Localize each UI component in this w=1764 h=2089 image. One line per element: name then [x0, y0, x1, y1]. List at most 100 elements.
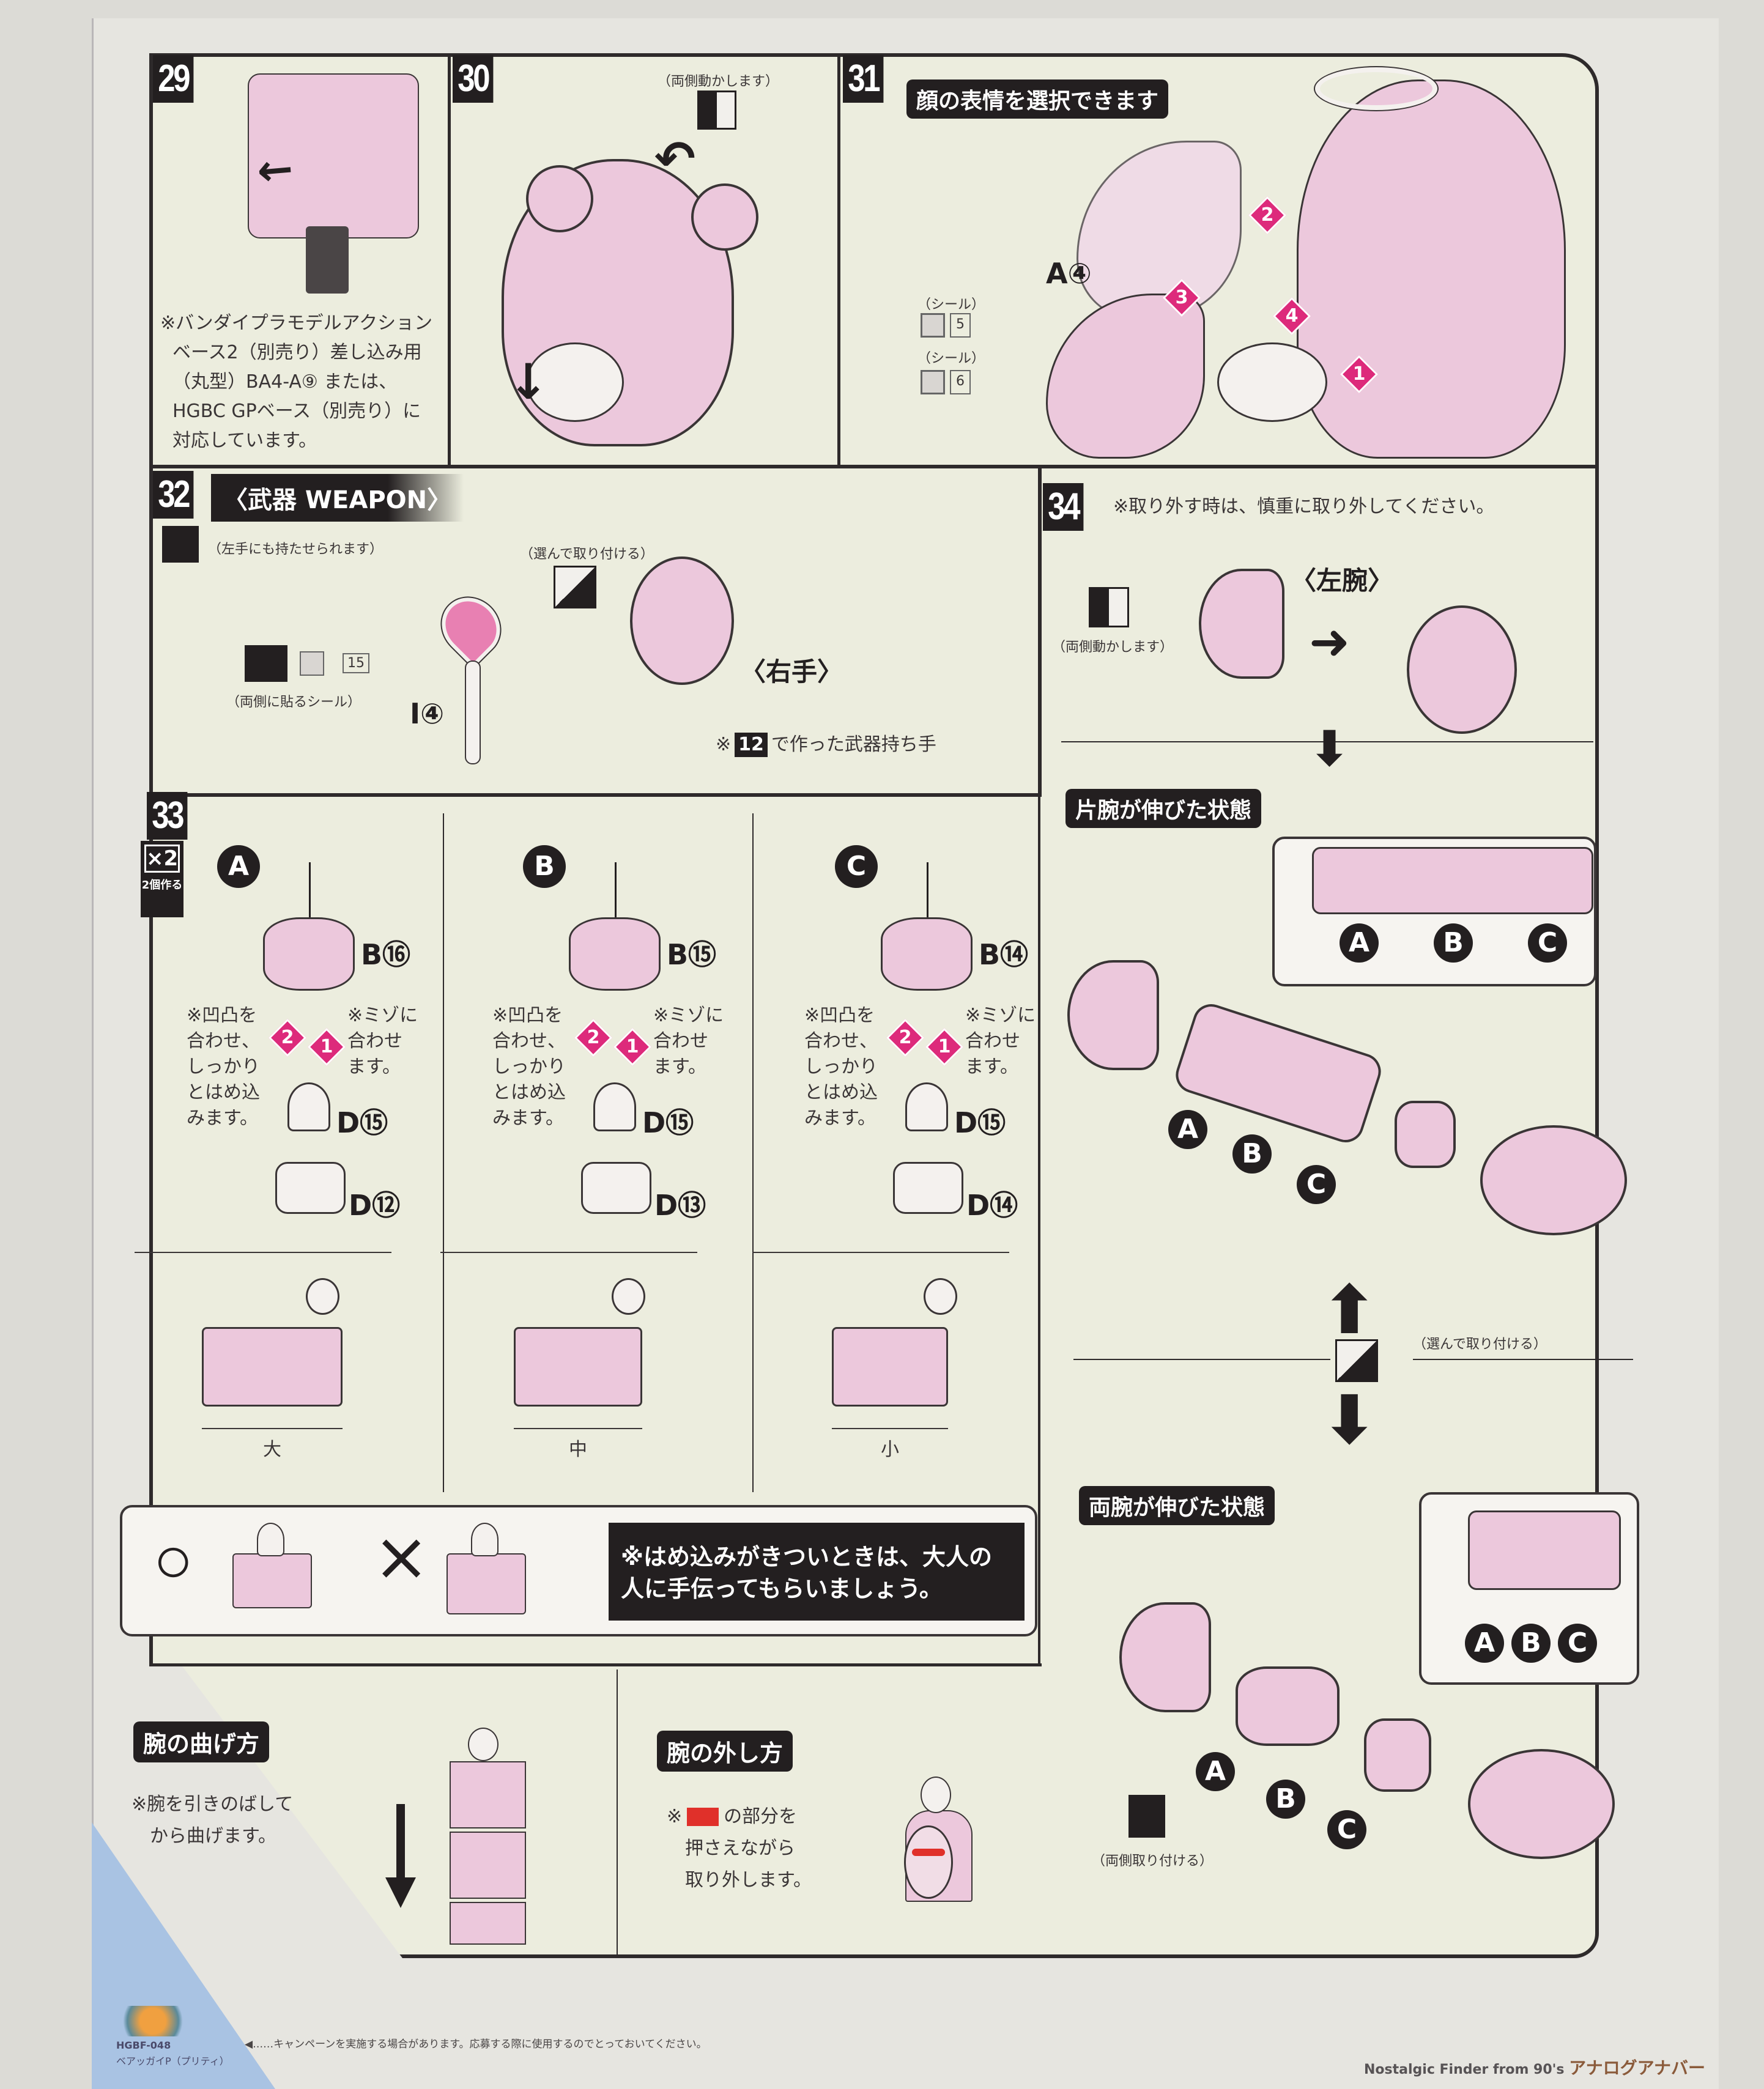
ng-symbol: × [373, 1517, 430, 1595]
letter-a: A [1196, 1752, 1235, 1791]
note-line: 合わせ、 [187, 1030, 260, 1052]
note-line: ※凹凸を [187, 1005, 258, 1026]
remove-title: 腕の外し方 [657, 1731, 793, 1772]
bear-ear [526, 165, 593, 232]
bend-title: 腕の曲げ方 [133, 1721, 270, 1762]
note-line: 取り外します。 [685, 1869, 812, 1891]
divider [135, 1252, 391, 1253]
note-line: みます。 [187, 1107, 258, 1129]
seal-label: （シール） [917, 297, 985, 312]
bear-ear [691, 183, 758, 251]
red-mark-swatch [687, 1808, 719, 1826]
step-number: 34 [1043, 483, 1084, 531]
ok-example-part [232, 1553, 312, 1608]
assembled-part [202, 1327, 343, 1407]
removal-note: ※取り外す時は、慎重に取り外してください。 [1113, 496, 1495, 517]
part-label: B⑭ [979, 938, 1029, 971]
align-note: ※凹凸を合わせ、しっかりとはめ込みます。 [804, 1003, 878, 1131]
part-label: D⑮ [642, 1106, 694, 1139]
order-number: 2 [587, 1027, 600, 1048]
size-label: 小 [881, 1439, 899, 1460]
part-label: D⑮ [954, 1106, 1006, 1139]
shoulder-part [1119, 1602, 1211, 1712]
size-dimension-line [202, 1428, 343, 1429]
both-sides-icon [162, 526, 199, 563]
note-line: とはめ込 [187, 1082, 260, 1103]
hand-note: ※ 12 で作った武器持ち手 [716, 729, 936, 761]
arm-segment [450, 1761, 526, 1828]
seal-number: 5 [950, 313, 971, 338]
note-line: 対応しています。 [172, 430, 317, 451]
remove-note: ※の部分を 押さえながら 取り外します。 [667, 1801, 812, 1896]
letter-c: C [1297, 1165, 1336, 1204]
bear-body-illustration [1297, 79, 1566, 459]
note-line: ます。 [965, 1056, 1018, 1078]
right-hand-part [630, 556, 734, 685]
red-tab-mark [912, 1849, 945, 1856]
down-arrow-icon: ⬇ [1309, 720, 1351, 777]
note-line: ます。 [347, 1056, 401, 1078]
ball-joint [257, 1523, 284, 1556]
note-text: で作った武器持ち手 [771, 734, 936, 755]
shoulder-part [1199, 569, 1284, 679]
divider [1061, 741, 1593, 742]
part-label: A④ [1046, 257, 1092, 290]
letter-a: A [1168, 1110, 1207, 1149]
tip-line: 人に手伝ってもらいましょう。 [621, 1575, 943, 1602]
up-arrow-icon [927, 862, 928, 917]
note-line: （丸型）BA4-A⑨ または、 [172, 371, 398, 393]
d-base-part [581, 1162, 651, 1214]
sticker-icon [300, 651, 324, 676]
note-line: HGBC GPベース（別売り）に [172, 401, 421, 422]
note-line: 合わせ [965, 1030, 1020, 1052]
note-line: から曲げます。 [150, 1825, 276, 1847]
ok-symbol: ○ [153, 1520, 194, 1599]
both-sides-icon [245, 645, 287, 682]
divider [443, 813, 444, 1492]
size-label: 中 [569, 1439, 587, 1460]
fit-tip: ※はめ込みがきついときは、大人の 人に手伝ってもらいましょう。 [609, 1523, 1025, 1621]
column-letter: B [523, 845, 566, 888]
note-line: ※凹凸を [492, 1005, 563, 1026]
wand-handle-part [465, 660, 481, 764]
divider [1038, 465, 1042, 795]
both-sides-icon [1128, 1795, 1165, 1838]
down-arrow-icon: ⬇ [1321, 1381, 1378, 1459]
note-line: とはめ込 [804, 1082, 878, 1103]
size-label: 大 [263, 1439, 281, 1460]
extended-arm-part [1312, 847, 1593, 914]
note-line: みます。 [804, 1107, 876, 1129]
part-label: B⑮ [667, 938, 717, 971]
letter-row: A B C [1340, 923, 1567, 963]
ball-joint [612, 1278, 645, 1315]
divider [1413, 1359, 1633, 1360]
multiplier-label: 2個作る [141, 879, 183, 892]
step-title: 顔の表情を選択できます [906, 79, 1169, 119]
order-number: 1 [626, 1036, 639, 1057]
product-name: ベアッガイP（プリティ） [116, 2055, 229, 2067]
letter-b: B [1232, 1134, 1272, 1174]
down-arrow-icon: ↓ [508, 353, 549, 410]
move-both-label: （両側動かします） [658, 74, 779, 89]
ball-joint [306, 1278, 339, 1315]
d-base-part [275, 1162, 346, 1214]
arm-joint [1395, 1101, 1456, 1168]
ball-joint [921, 1777, 951, 1813]
move-both-sides-icon [697, 91, 736, 130]
divider [752, 1252, 1009, 1253]
choose-attach-icon [1335, 1339, 1378, 1382]
size-dimension-line [514, 1428, 642, 1429]
note-line: とはめ込 [492, 1082, 566, 1103]
groove-note: ※ミゾに合わせます。 [653, 1003, 724, 1080]
multiplier: ×2 [144, 845, 180, 873]
b-part [263, 917, 355, 991]
letter-c: C [1528, 923, 1567, 963]
tip-line: ※はめ込みがきついときは、大人の [621, 1544, 992, 1570]
note-line: みます。 [492, 1107, 564, 1129]
hand-part [1407, 605, 1517, 734]
seal-number: 6 [950, 370, 971, 394]
b-part [881, 917, 973, 991]
note-line: 押さえながら [685, 1838, 795, 1859]
order-number: 1 [320, 1036, 333, 1057]
bear-muzzle [526, 342, 624, 422]
